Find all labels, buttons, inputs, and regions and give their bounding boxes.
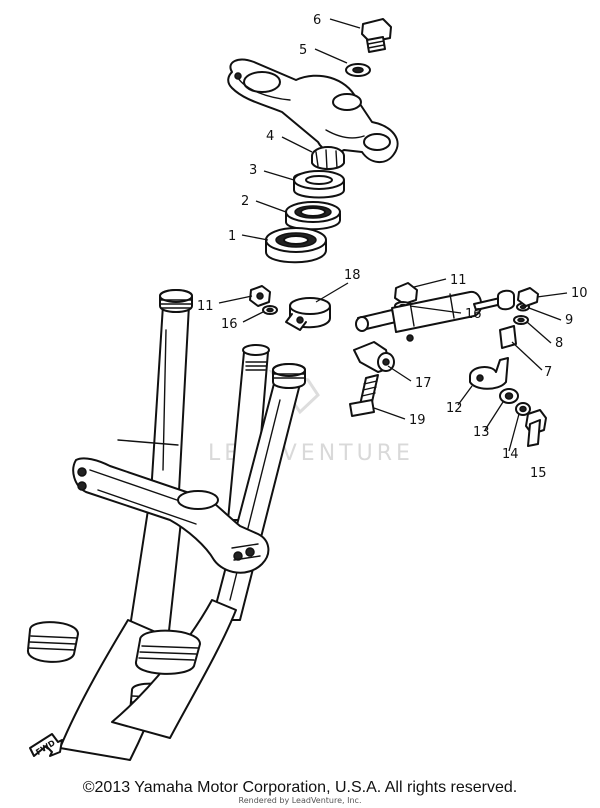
callout-5: 5 bbox=[299, 43, 307, 58]
callout-numbers: 6 5 4 3 2 1 11 16 18 11 16 10 9 8 7 12 1… bbox=[197, 13, 588, 481]
callout-11-left: 11 bbox=[197, 299, 214, 314]
callout-3: 3 bbox=[249, 163, 257, 178]
part-13-washer bbox=[499, 388, 519, 404]
callout-15: 15 bbox=[530, 466, 547, 481]
part-14-washer bbox=[515, 402, 531, 416]
copyright-notice: ©2013 Yamaha Motor Corporation, U.S.A. A… bbox=[82, 779, 518, 796]
part-17-rod-end bbox=[353, 341, 395, 373]
part-1-bearing bbox=[265, 227, 327, 264]
part-2-bearing bbox=[285, 201, 341, 231]
callout-1: 1 bbox=[228, 229, 236, 244]
callout-11-right: 11 bbox=[450, 273, 467, 288]
callout-7: 7 bbox=[544, 365, 552, 380]
fwd-arrow-icon: FWD bbox=[29, 733, 63, 757]
rendered-by-note: Rendered by LeadVenture, Inc. bbox=[238, 796, 362, 805]
callout-2: 2 bbox=[241, 194, 249, 209]
callout-16-left: 16 bbox=[221, 317, 238, 332]
part-11-nut-left bbox=[249, 285, 271, 307]
callout-16-right: 16 bbox=[465, 307, 482, 322]
part-11-nut-right bbox=[394, 282, 418, 305]
callout-9: 9 bbox=[565, 313, 573, 328]
callout-19: 19 bbox=[409, 413, 426, 428]
part-18-clamp bbox=[285, 297, 331, 331]
part-7-damper-end bbox=[499, 325, 517, 349]
part-3-race-cover bbox=[293, 170, 345, 199]
callout-13: 13 bbox=[473, 425, 490, 440]
center-fork-tube bbox=[227, 344, 270, 521]
callout-6: 6 bbox=[313, 13, 321, 28]
part-5-washer bbox=[345, 63, 371, 77]
callout-10: 10 bbox=[571, 286, 588, 301]
callout-4: 4 bbox=[266, 129, 274, 144]
callout-14: 14 bbox=[502, 447, 519, 462]
steering-damper bbox=[355, 289, 515, 342]
part-10-nut bbox=[517, 287, 539, 307]
callout-17: 17 bbox=[415, 376, 432, 391]
callout-18: 18 bbox=[344, 268, 361, 283]
part-8-washer bbox=[513, 315, 529, 325]
upper-bracket bbox=[227, 58, 399, 163]
part-16-washer-left bbox=[262, 305, 278, 315]
part-19-bolt bbox=[349, 374, 379, 417]
lower-bracket bbox=[72, 457, 270, 574]
part-4-ring-nut bbox=[311, 146, 345, 170]
leader-lines bbox=[218, 18, 568, 452]
part-6-bolt bbox=[361, 18, 392, 53]
callout-12: 12 bbox=[446, 401, 463, 416]
callout-8: 8 bbox=[555, 336, 563, 351]
part-15-bolt bbox=[525, 409, 547, 447]
part-12-stay bbox=[469, 357, 509, 390]
